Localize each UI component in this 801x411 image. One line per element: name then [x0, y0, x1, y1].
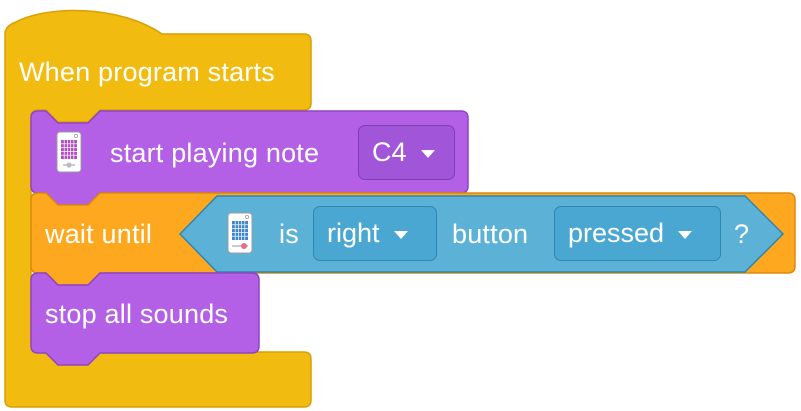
is-label: is: [279, 219, 299, 249]
chevron-down-icon: [678, 230, 693, 239]
chevron-down-icon: [393, 230, 408, 239]
question-mark: ?: [734, 219, 750, 249]
hardware-device-icon: [56, 131, 82, 173]
hardware-device-icon: [227, 212, 253, 254]
button-state-value: pressed: [568, 218, 665, 248]
stop-all-sounds-block[interactable]: [30, 272, 260, 366]
button-side-dropdown[interactable]: right: [313, 206, 437, 261]
start-playing-note-label: start playing note: [110, 138, 320, 168]
button-label: button: [452, 219, 529, 249]
note-dropdown[interactable]: C4: [358, 125, 455, 180]
hat-block-label: When program starts: [19, 57, 275, 87]
when-program-starts-block[interactable]: [4, 9, 312, 408]
stop-all-sounds-label: stop all sounds: [45, 299, 229, 329]
wait-until-label: wait until: [45, 219, 153, 249]
note-value: C4: [372, 137, 407, 167]
button-state-dropdown[interactable]: pressed: [554, 206, 721, 261]
button-side-value: right: [327, 218, 380, 248]
chevron-down-icon: [420, 149, 435, 158]
